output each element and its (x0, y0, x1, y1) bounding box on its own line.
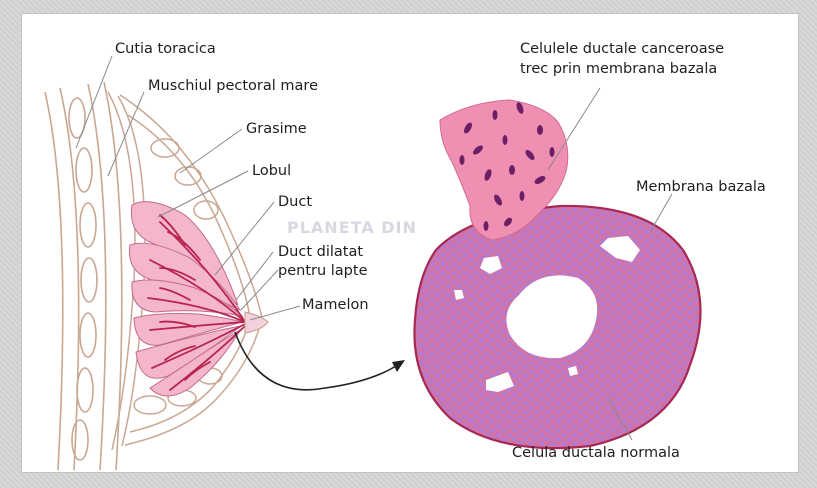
label-cutia-toracica: Cutia toracica (115, 40, 216, 58)
label-muschiul-pectoral-mare: Muschiul pectoral mare (148, 77, 318, 95)
label-trec-prin-membrana-bazala: trec prin membrana bazala (520, 60, 717, 78)
tissue-section (414, 206, 700, 448)
label-pentru-lapte: pentru lapte (278, 262, 368, 280)
label-duct: Duct (278, 193, 312, 211)
label-celula-ductala-normala: Celula ductala normala (512, 444, 680, 462)
label-duct-dilatat: Duct dilatat (278, 243, 363, 261)
chest-wall (45, 82, 122, 470)
label-grasime: Grasime (246, 120, 307, 138)
label-mamelon: Mamelon (302, 296, 369, 314)
label-celulele-ductale-canceroase: Celulele ductale canceroase (520, 40, 724, 58)
label-lobul: Lobul (252, 162, 291, 180)
lobes (129, 202, 242, 396)
label-membrana-bazala: Membrana bazala (636, 178, 766, 196)
nipple (245, 312, 268, 333)
connecting-arrow (235, 332, 405, 390)
watermark-text: PLANETA DIN (287, 218, 417, 237)
